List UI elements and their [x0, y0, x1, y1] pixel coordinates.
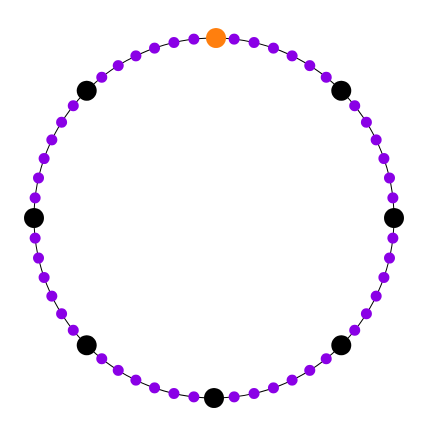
small-bead	[370, 134, 382, 146]
small-bead	[378, 271, 390, 283]
small-bead	[304, 60, 316, 72]
large-bead	[204, 388, 224, 408]
large-bead	[24, 208, 44, 228]
small-bead	[248, 37, 260, 49]
small-bead	[228, 33, 240, 45]
large-bead	[331, 80, 352, 101]
small-bead	[349, 100, 361, 112]
small-bead	[286, 50, 298, 62]
small-bead	[188, 33, 200, 45]
small-bead	[320, 71, 332, 83]
small-bead	[378, 153, 390, 165]
small-bead	[387, 192, 399, 204]
small-bead	[112, 364, 124, 376]
small-bead	[168, 37, 180, 49]
small-bead	[248, 387, 260, 399]
small-bead	[130, 50, 142, 62]
small-bead	[29, 192, 41, 204]
small-bead	[360, 308, 372, 320]
small-bead	[370, 290, 382, 302]
ring-layer	[24, 28, 404, 408]
large-bead	[384, 208, 404, 228]
small-bead	[46, 290, 58, 302]
small-bead	[46, 134, 58, 146]
small-bead	[188, 391, 200, 403]
small-bead	[96, 71, 108, 83]
large-bead	[76, 335, 97, 356]
small-bead	[112, 60, 124, 72]
small-bead	[360, 116, 372, 128]
small-bead	[149, 382, 161, 394]
small-bead	[38, 271, 50, 283]
marker-bead	[206, 28, 226, 48]
small-bead	[286, 374, 298, 386]
small-bead	[267, 382, 279, 394]
small-bead	[168, 387, 180, 399]
small-bead	[29, 232, 41, 244]
large-bead	[76, 80, 97, 101]
small-bead	[383, 252, 395, 264]
small-bead	[130, 374, 142, 386]
small-bead	[56, 116, 68, 128]
small-bead	[349, 324, 361, 336]
small-bead	[33, 252, 45, 264]
small-bead	[149, 42, 161, 54]
small-bead	[383, 172, 395, 184]
small-bead	[67, 100, 79, 112]
small-bead	[33, 172, 45, 184]
small-bead	[267, 42, 279, 54]
small-bead	[38, 153, 50, 165]
small-bead	[320, 353, 332, 365]
small-bead	[304, 364, 316, 376]
large-bead	[331, 335, 352, 356]
small-bead	[387, 232, 399, 244]
small-bead	[96, 353, 108, 365]
small-bead	[56, 308, 68, 320]
small-bead	[67, 324, 79, 336]
small-bead	[228, 391, 240, 403]
